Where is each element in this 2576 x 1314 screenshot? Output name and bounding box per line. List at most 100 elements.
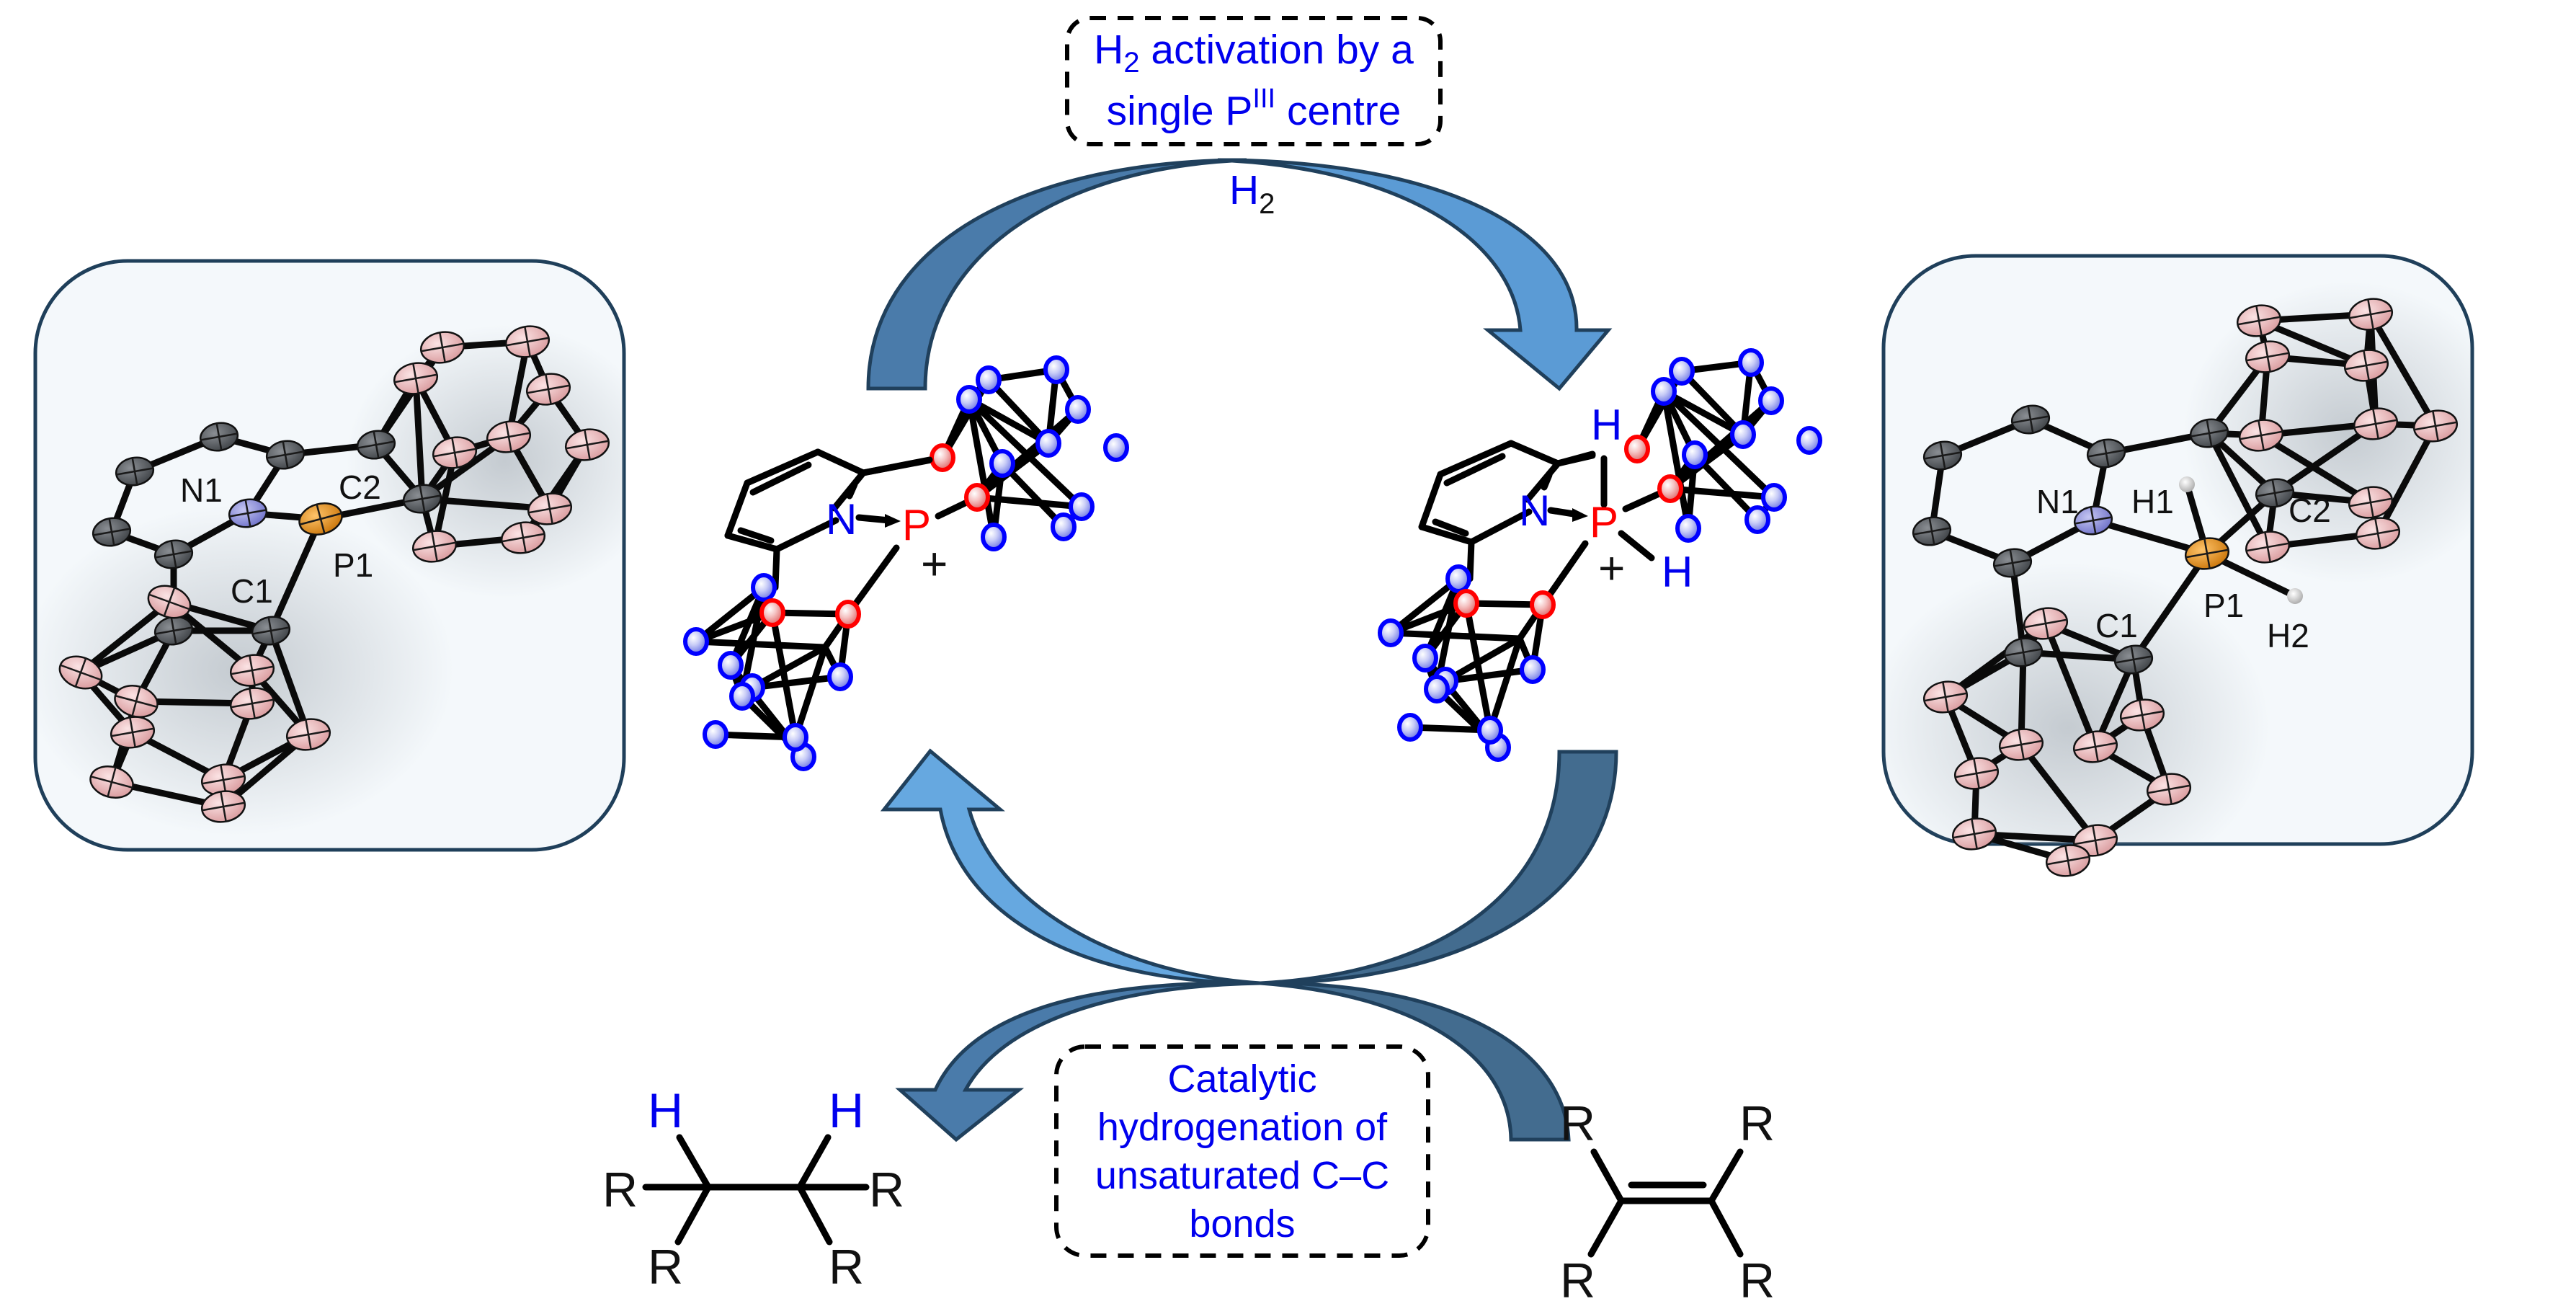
principal-axis xyxy=(2090,507,2097,534)
boron-atom xyxy=(1953,757,2000,790)
principal-axis xyxy=(419,485,426,512)
boron-atom xyxy=(2146,773,2192,806)
principal-axis xyxy=(1928,518,1935,545)
phosphorus-atom xyxy=(298,502,343,536)
reagent-h2-label: H2 xyxy=(1229,167,1275,220)
carbon-atom xyxy=(2255,478,2295,508)
bond xyxy=(674,1184,712,1246)
principal-axis xyxy=(244,500,251,527)
hydrogen-atom xyxy=(2179,476,2195,492)
cage-boron-atom xyxy=(1675,514,1701,543)
label-P1: P1 xyxy=(333,546,373,584)
principal-axis xyxy=(282,441,289,469)
cage-boron-atom xyxy=(1397,713,1423,742)
principal-axis xyxy=(1973,758,1980,789)
cage-boron-atom xyxy=(1669,357,1695,386)
ortep-bond xyxy=(412,375,426,502)
principal-axis xyxy=(74,657,87,688)
atom-label-N: N xyxy=(1519,487,1550,535)
dative-arrowhead xyxy=(885,514,901,528)
boron-atom xyxy=(2119,698,2165,732)
phosphorus-atom xyxy=(2184,537,2230,570)
bond xyxy=(772,546,780,591)
carbon-atom xyxy=(92,517,132,547)
label-N1: N1 xyxy=(180,471,223,509)
cage-edge xyxy=(1387,629,1523,642)
top-arc-left-half xyxy=(866,158,1247,391)
cage-boron-atom xyxy=(1682,440,1708,469)
top-arrow-right-half xyxy=(1217,158,1613,391)
cage-carbon-atom xyxy=(1453,589,1479,618)
double-bond-mark xyxy=(749,461,812,496)
principal-axis xyxy=(1939,442,1946,469)
product-R-left: R xyxy=(602,1163,638,1217)
boron-atom xyxy=(2348,298,2394,331)
cage-edge xyxy=(966,396,1085,510)
ring-bond xyxy=(1524,460,1561,503)
cage-edge xyxy=(692,584,767,645)
product-H-left: H xyxy=(648,1083,683,1138)
principal-axis xyxy=(584,430,591,460)
top-callout-dashed-border xyxy=(1065,16,1443,146)
cage-boron-atom xyxy=(729,682,755,711)
boron-atom xyxy=(411,530,458,563)
label-H1: H1 xyxy=(2131,483,2174,520)
bottom-callout-line: Catalytic xyxy=(1167,1057,1316,1101)
principal-axis xyxy=(2374,518,2381,549)
charge-plus: + xyxy=(1598,542,1625,594)
principal-axis xyxy=(2064,845,2072,876)
ortep-bond xyxy=(2367,311,2439,430)
boron-atom xyxy=(504,325,551,358)
principal-axis xyxy=(131,686,141,716)
carbon-atom xyxy=(265,440,306,470)
carbon-atom xyxy=(1992,548,2033,578)
principal-axis xyxy=(2255,306,2263,336)
label-P1: P1 xyxy=(2203,587,2244,624)
ring-bond xyxy=(1468,508,1533,546)
dative-arrowhead xyxy=(1572,508,1588,522)
principal-axis xyxy=(107,767,117,797)
cage-edge xyxy=(1463,600,1494,734)
boron-atom xyxy=(2245,531,2291,564)
principal-axis xyxy=(131,458,138,485)
cage-edge xyxy=(1387,600,1470,636)
principal-axis xyxy=(2203,538,2211,569)
principal-axis xyxy=(2206,419,2213,447)
principal-axis xyxy=(520,523,527,553)
cage-edge xyxy=(692,638,829,651)
cage-boron-atom xyxy=(989,449,1015,478)
principal-axis xyxy=(2367,299,2374,329)
P-H-bond xyxy=(1618,530,1655,561)
cage-boron-atom xyxy=(827,662,853,691)
atom-label-P: P xyxy=(902,501,931,549)
principal-axis xyxy=(220,791,227,822)
boron-atom xyxy=(147,585,192,619)
ring-bond xyxy=(1418,523,1475,546)
carbon-atom xyxy=(199,422,239,452)
cage-edge xyxy=(973,494,1085,510)
carbon-atom xyxy=(1922,440,1963,471)
cage-edge xyxy=(1660,388,1747,438)
ortep-bond xyxy=(267,515,324,634)
ring-bond xyxy=(814,448,867,476)
cage-carbon-atom xyxy=(835,600,861,629)
cycle-arrows xyxy=(866,158,1618,1142)
bond xyxy=(1590,1148,1625,1204)
principal-axis xyxy=(305,719,312,750)
ring-bond xyxy=(1507,440,1561,467)
principal-axis xyxy=(431,531,438,561)
principal-axis xyxy=(546,494,553,524)
substrate-R-top-right: R xyxy=(1739,1096,1775,1151)
cage-carbon-atom xyxy=(930,443,955,472)
cage-edge xyxy=(985,376,1052,447)
cage-edge xyxy=(1660,388,1692,532)
cage-boron-atom xyxy=(1103,433,1129,462)
ring-bond xyxy=(724,532,780,553)
carbon-atom xyxy=(115,456,155,487)
principal-axis xyxy=(316,504,326,534)
principal-axis xyxy=(170,617,177,644)
bond xyxy=(796,1184,833,1246)
top-callout-line2: single PIII centre xyxy=(1107,84,1401,134)
boron-atom xyxy=(432,436,478,469)
boron-atom xyxy=(229,687,275,720)
